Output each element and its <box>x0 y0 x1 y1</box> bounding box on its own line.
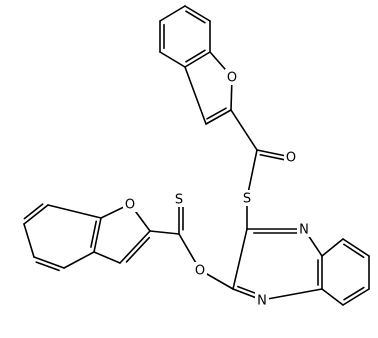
double-bond-line <box>206 107 227 120</box>
atom-label-background <box>225 69 239 85</box>
atom-label-background <box>284 149 298 165</box>
atom-label-background <box>297 221 311 237</box>
bond-line <box>93 217 102 253</box>
bond-line <box>93 251 121 264</box>
bond-line <box>184 5 211 22</box>
bond-line <box>342 288 370 306</box>
bond-line <box>205 109 232 125</box>
atom-label-background <box>193 262 207 278</box>
atom-labels: O O S O S O N N <box>123 69 311 309</box>
bond-line <box>184 66 207 125</box>
atom-label-n: N <box>299 223 309 238</box>
double-bond-line <box>185 49 206 63</box>
atom-label-o: O <box>227 71 237 86</box>
bond-line <box>321 288 344 306</box>
double-bond-line <box>185 10 206 24</box>
bond-line <box>63 251 95 269</box>
double-bond-line <box>343 286 365 301</box>
bond-lines <box>23 5 370 306</box>
atom-label-o: O <box>125 198 135 213</box>
atom-label-background <box>123 196 137 212</box>
bond-line <box>47 204 102 219</box>
bond-line <box>321 238 344 257</box>
bond-line <box>261 288 323 301</box>
bond-line <box>184 51 211 68</box>
atom-label-background <box>172 191 186 207</box>
atom-label-background <box>240 190 254 206</box>
bond-line <box>232 228 248 290</box>
double-bond-line <box>125 236 151 263</box>
bond-line <box>159 5 186 22</box>
atom-label-n: N <box>257 294 267 309</box>
atom-label-s: S <box>243 192 251 207</box>
atom-label-s: S <box>175 193 183 208</box>
bond-line <box>230 109 258 151</box>
bond-line <box>23 223 35 258</box>
double-bond-line <box>23 203 44 220</box>
double-bond-line <box>35 261 60 272</box>
bond-line <box>159 51 186 68</box>
double-bond-line <box>343 243 365 259</box>
atom-label-o: O <box>195 264 205 279</box>
bond-line <box>342 238 370 257</box>
double-bond-line <box>259 153 287 161</box>
bond-line <box>119 230 151 264</box>
double-bond-line <box>90 220 98 248</box>
atom-label-background <box>255 292 269 308</box>
atom-label-o: O <box>286 151 296 166</box>
bond-line <box>149 230 180 235</box>
bond-line <box>23 204 49 225</box>
bond-line <box>33 256 65 269</box>
